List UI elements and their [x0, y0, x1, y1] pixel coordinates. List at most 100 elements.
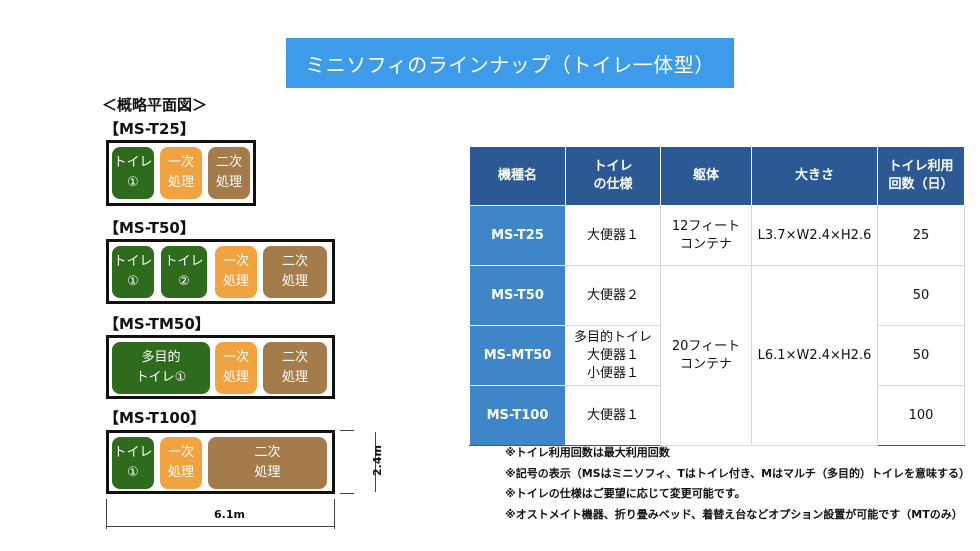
dimension-tick [340, 493, 354, 494]
block-line: 一次 [167, 155, 194, 170]
block-line: トイレ [113, 445, 153, 460]
header-uses: トイレ利用回数（日） [877, 146, 965, 206]
block-line: 二次 [281, 254, 308, 269]
spec-cell: 大便器２ [565, 265, 661, 326]
spec-cell: 大便器１ [565, 385, 661, 446]
height-dimension-label: 2.4m [370, 445, 384, 476]
height-dimension-line [375, 432, 376, 492]
table-header-row: 機種名 トイレの仕様 躯体 大きさ トイレ利用回数（日） [469, 146, 965, 206]
header-model: 機種名 [469, 146, 566, 206]
model-cell: MS-T25 [469, 205, 566, 266]
block-line: 一次 [222, 350, 249, 365]
page-title: ミニソフィのラインナップ（トイレ一体型） [286, 38, 734, 88]
spec-table: 機種名 トイレの仕様 躯体 大きさ トイレ利用回数（日） MS-T25 大便器１… [469, 146, 965, 446]
block-line: 処理 [254, 465, 281, 480]
header-text: 躯体 [692, 168, 719, 183]
uses-cell: 25 [877, 205, 965, 266]
toilet-block: トイレ ① [112, 437, 154, 489]
cell-text: 大便器１ [586, 347, 639, 363]
primary-treatment-block: 一次 処理 [215, 246, 257, 298]
header-body: 躯体 [660, 146, 752, 206]
cell-text: コンテナ [679, 356, 732, 372]
header-toilet-spec: トイレの仕様 [565, 146, 661, 206]
model-cell: MS-T50 [469, 265, 566, 326]
block-line: ② [178, 274, 190, 289]
size-cell-shared: L6.1×W2.4×H2.6 [751, 265, 878, 446]
cell-text: コンテナ [679, 236, 732, 252]
spec-cell: 大便器１ [565, 205, 661, 266]
length-dimension-label: 6.1m [214, 508, 245, 521]
unit-label-ms-tm50: 【MS-TM50】 [104, 315, 210, 333]
toilet-block: トイレ ① [112, 246, 154, 298]
header-size: 大きさ [751, 146, 878, 206]
cell-text: 12フィート [671, 218, 741, 234]
block-line: トイレ [164, 254, 204, 269]
block-line: トイレ [113, 155, 153, 170]
uses-cell: 100 [877, 385, 965, 446]
length-dimension-line [107, 526, 334, 527]
block-line: 処理 [215, 175, 242, 190]
block-line: 二次 [281, 350, 308, 365]
block-line: 処理 [222, 274, 249, 289]
body-cell-shared: 20フィートコンテナ [660, 265, 752, 446]
note-line: ※オストメイト機器、折り畳みベッド、着替え台などオプション設置が可能です（MTの… [505, 507, 963, 521]
body-cell: 12フィートコンテナ [660, 205, 752, 266]
note-line: ※トイレ利用回数は最大利用回数 [505, 446, 670, 459]
unit-frame-ms-t25: トイレ ① 一次 処理 二次 処理 [106, 140, 256, 206]
note-line: ※記号の表示（MSはミニソフィ、Tはトイレ付き、Mはマルチ（多目的）トイレを意味… [505, 466, 971, 480]
table-row: MS-T25 大便器１ 12フィートコンテナ L3.7×W2.4×H2.6 25 [469, 205, 965, 266]
block-line: ① [127, 274, 139, 289]
cell-text: 小便器１ [586, 365, 639, 381]
model-cell: MS-T100 [469, 385, 566, 446]
secondary-treatment-block: 二次 処理 [208, 147, 250, 199]
header-text: 大きさ [794, 168, 834, 183]
note-line: ※トイレの仕様はご要望に応じて変更可能です。 [505, 487, 746, 500]
unit-frame-ms-t50: トイレ ① トイレ ② 一次 処理 二次 処理 [106, 239, 335, 304]
cell-text: 大便器１ [586, 407, 639, 423]
block-line: トイレ① [135, 370, 187, 385]
secondary-treatment-block: 二次 処理 [263, 246, 327, 298]
toilet-block: トイレ ① [112, 147, 154, 199]
cell-text: 多目的トイレ [573, 329, 652, 345]
primary-treatment-block: 一次 処理 [215, 342, 257, 394]
spec-cell: 多目的トイレ大便器１ 小便器１ [565, 325, 661, 386]
model-cell: MS-MT50 [469, 325, 566, 386]
block-line: ① [127, 465, 139, 480]
header-text: 機種名 [497, 168, 537, 183]
cell-text: 20フィート [671, 338, 741, 354]
block-line: ① [127, 175, 139, 190]
uses-cell: 50 [877, 265, 965, 326]
block-line: 処理 [281, 274, 308, 289]
unit-label-ms-t25: 【MS-T25】 [104, 120, 195, 138]
block-line: 処理 [281, 370, 308, 385]
secondary-treatment-block: 二次 処理 [208, 437, 327, 489]
block-line: 処理 [222, 370, 249, 385]
block-line: 一次 [222, 254, 249, 269]
primary-treatment-block: 一次 処理 [160, 437, 202, 489]
table-row: MS-T100 大便器１ 100 [469, 385, 965, 446]
header-text: 回数（日） [888, 177, 954, 192]
notes: ※トイレ利用回数は最大利用回数 ※記号の表示（MSはミニソフィ、Tはトイレ付き、… [505, 443, 970, 525]
block-line: 二次 [254, 445, 281, 460]
header-text: トイレ利用 [888, 159, 954, 174]
block-line: 多目的 [141, 350, 181, 365]
dimension-tick [334, 499, 335, 529]
cell-text: 大便器１ [586, 227, 639, 243]
unit-label-ms-t50: 【MS-T50】 [104, 219, 195, 237]
table-row: MS-T50 大便器２ 20フィートコンテナ L6.1×W2.4×H2.6 50 [469, 265, 965, 446]
uses-cell: 50 [877, 325, 965, 386]
primary-treatment-block: 一次 処理 [160, 147, 202, 199]
block-line: 一次 [167, 445, 194, 460]
toilet-block: トイレ ② [161, 246, 207, 298]
header-text: トイレ [593, 159, 633, 174]
unit-label-ms-t100: 【MS-T100】 [104, 409, 206, 427]
dimension-tick [340, 430, 354, 431]
unit-frame-ms-t100: トイレ ① 一次 処理 二次 処理 [106, 430, 335, 494]
secondary-treatment-block: 二次 処理 [263, 342, 327, 394]
block-line: トイレ [113, 254, 153, 269]
cell-text: 大便器２ [586, 287, 639, 303]
dimension-tick [106, 499, 107, 529]
unit-frame-ms-tm50: 多目的 トイレ① 一次 処理 二次 処理 [106, 335, 335, 399]
table-row: MS-MT50 多目的トイレ大便器１ 小便器１ 50 [469, 325, 965, 386]
block-line: 処理 [167, 465, 194, 480]
